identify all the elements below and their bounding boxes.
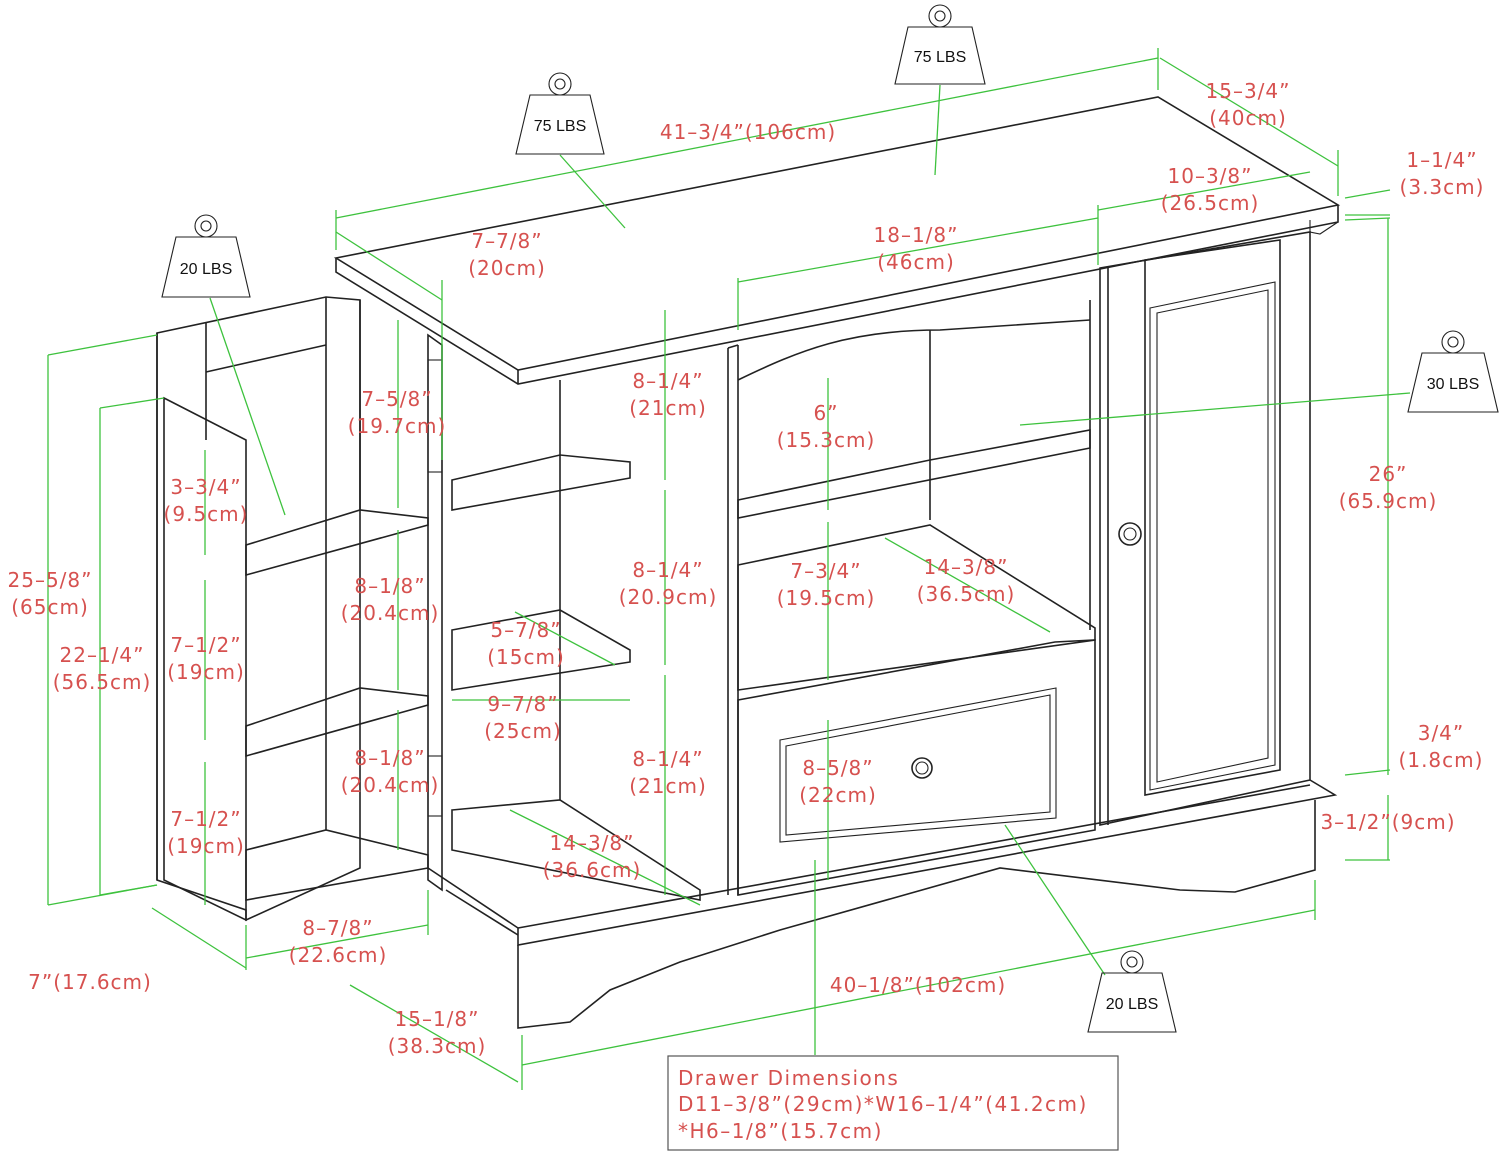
dim-left-inner-height-cm: (56.5cm) [53,670,152,694]
dim-left-height: 25–5/8” [8,568,93,592]
dim-shelf-depth-b: 9–7/8” [487,692,558,716]
dim-middle-shelf-bot-cm: (21cm) [629,774,707,798]
dim-center-shelf-depth-cm: (36.5cm) [917,582,1016,606]
dim-width-bottom: 40–1/8”(102cm) [830,973,1006,997]
dim-middle-shelf-top-cm: (21cm) [629,396,707,420]
dim-center-width: 18–1/8” [874,223,959,247]
dim-center-width-cm: (46cm) [877,250,955,274]
weight-icon-bottom-drawer: 20 LBS [1087,950,1177,1033]
weight-icon-top-center: 75 LBS [894,4,986,85]
dim-door-width: 10–3/8” [1168,164,1253,188]
dim-depth-top: 15–3/4” [1206,79,1291,103]
dim-bottom-shelf-depth-cm: (36.6cm) [543,858,642,882]
dimension-labels: 41–3/4”(106cm) 15–3/4” (40cm) 1–1/4” (3.… [8,79,1485,1058]
dim-top-overhang-cm: (20cm) [468,256,546,280]
dim-base-depth: 15–1/8” [395,1007,480,1031]
dim-cab-inner-bot-cm: (20.4cm) [341,773,440,797]
dim-width-top: 41–3/4”(106cm) [660,120,836,144]
dim-bottom-shelf-depth: 14–3/8” [550,831,635,855]
dim-top-thickness: 1–1/4” [1406,148,1477,172]
dim-cab-inner-top-cm: (19.7cm) [348,414,447,438]
dim-top-thickness-cm: (3.3cm) [1400,175,1485,199]
dim-center-lower: 7–3/4” [790,559,861,583]
weight-label-right-shelf: 30 LBS [1427,376,1479,393]
dim-shelf-depth-a: 5–7/8” [490,618,561,642]
weight-label-top-left: 75 LBS [534,118,586,135]
dim-drawer-height-cm: (22cm) [799,783,877,807]
dim-center-shelf-depth: 14–3/8” [924,555,1009,579]
dim-left-shelf-top: 3–3/4” [170,475,241,499]
dim-top-overhang: 7–7/8” [471,229,542,253]
weight-label-left-shelf: 20 LBS [180,261,232,278]
dim-cab-inner-bot: 8–1/8” [354,746,425,770]
dim-left-inner-height: 22–1/4” [60,643,145,667]
dim-cab-inner-top: 7–5/8” [361,387,432,411]
dim-drawer-height: 8–5/8” [802,756,873,780]
drawer-dimensions-note: Drawer Dimensions D11–3/8”(29cm)*W16–1/4… [667,1055,1119,1151]
dim-middle-shelf-bot: 8–1/4” [632,747,703,771]
drawer-note-line2: *H6–1/8”(15.7cm) [678,1119,883,1143]
dim-left-shelf-bot: 7–1/2” [170,807,241,831]
dim-side-depth: 7”(17.6cm) [28,970,152,994]
weight-label-bottom-drawer: 20 LBS [1106,996,1158,1013]
furniture-drawing [156,96,1341,1029]
dim-cab-inner-mid-cm: (20.4cm) [341,601,440,625]
dim-left-shelf-mid-cm: (19cm) [167,660,245,684]
dim-middle-shelf-mid-cm: (20.9cm) [619,585,718,609]
dim-right-gap-cm: (1.8cm) [1399,748,1484,772]
dim-middle-shelf-mid: 8–1/4” [632,558,703,582]
weight-icon-left-shelf: 20 LBS [161,214,251,298]
dim-depth-top-cm: (40cm) [1209,106,1287,130]
dim-cab-inner-mid: 8–1/8” [354,574,425,598]
weight-label-top-center: 75 LBS [914,49,966,66]
dim-door-width-cm: (26.5cm) [1161,191,1260,215]
dim-base-height: 3–1/2”(9cm) [1320,810,1455,834]
weight-icon-top-left: 75 LBS [515,72,605,155]
dim-right-gap: 3/4” [1418,721,1465,745]
drawer-note-title: Drawer Dimensions [678,1066,899,1090]
dim-right-height: 26” [1369,462,1408,486]
dimension-lines [47,48,1411,1090]
dim-left-shelf-top-cm: (9.5cm) [164,502,249,526]
dim-center-lower-cm: (19.5cm) [777,586,876,610]
dim-side-width: 8–7/8” [302,916,373,940]
dim-right-height-cm: (65.9cm) [1339,489,1438,513]
weight-icon-right-shelf: 30 LBS [1407,330,1499,413]
dim-middle-shelf-top: 8–1/4” [632,369,703,393]
dim-base-depth-cm: (38.3cm) [388,1034,487,1058]
drawer-note-line1: D11–3/8”(29cm)*W16–1/4”(41.2cm) [678,1092,1088,1116]
dim-center-upper-cm: (15.3cm) [777,428,876,452]
dim-shelf-depth-a-cm: (15cm) [487,645,565,669]
dim-left-height-cm: (65cm) [11,595,89,619]
dim-center-upper: 6” [813,401,838,425]
dim-left-shelf-bot-cm: (19cm) [167,834,245,858]
dim-shelf-depth-b-cm: (25cm) [484,719,562,743]
dim-left-shelf-mid: 7–1/2” [170,633,241,657]
dim-side-width-cm: (22.6cm) [289,943,388,967]
